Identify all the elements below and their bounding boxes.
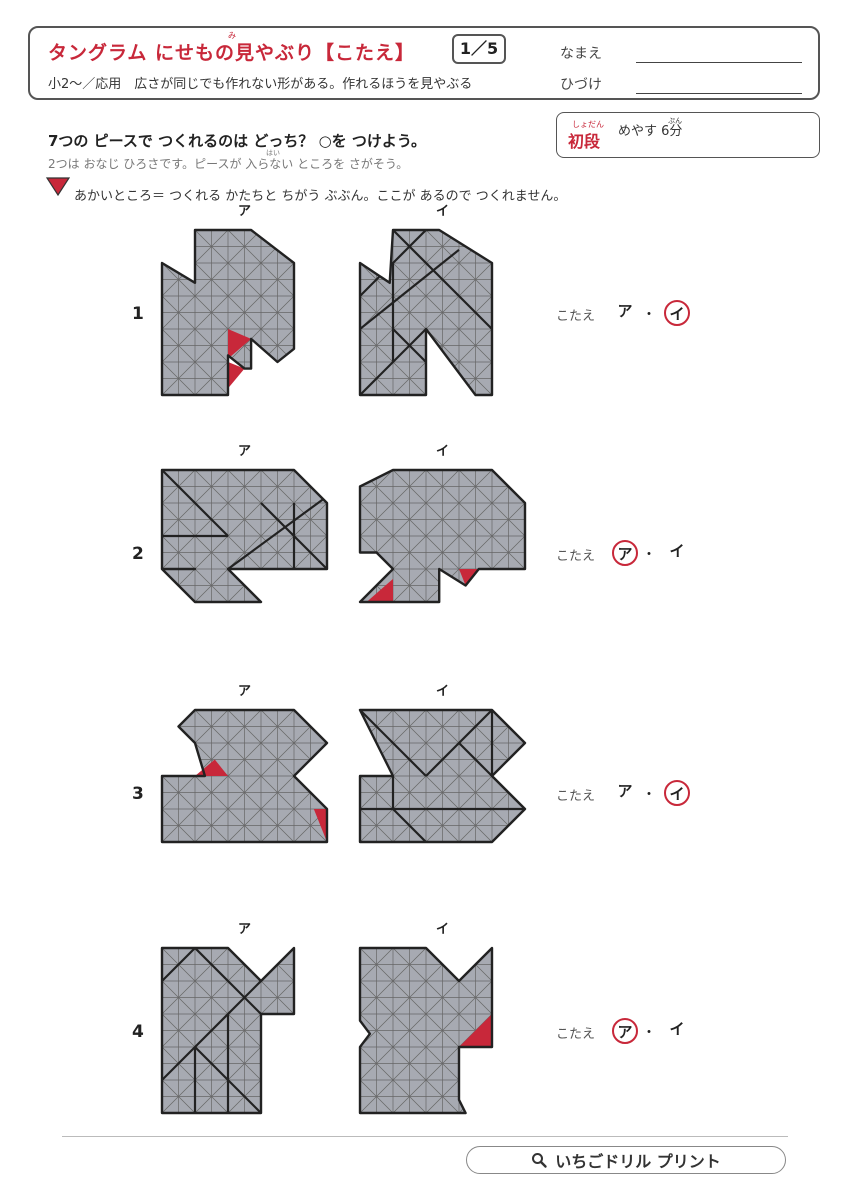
label-a: ア xyxy=(238,922,252,937)
figure-a-1 xyxy=(160,228,296,397)
piece-edge xyxy=(162,470,229,537)
figure-b-3 xyxy=(358,708,527,844)
hint-ruby: はい xyxy=(266,149,280,157)
name-field[interactable] xyxy=(636,62,802,63)
time-estimate: めやす 6分 xyxy=(618,124,683,139)
choice-a[interactable]: ア xyxy=(617,782,633,800)
choice-a[interactable]: ア xyxy=(612,1018,638,1044)
choice-b[interactable]: イ xyxy=(664,300,690,326)
choice-a[interactable]: ア xyxy=(612,540,638,566)
piece-edge xyxy=(227,495,327,570)
legend-text: あかいところ＝ つくれる かたちと ちがう ぶぶん。ここが あるので つくれませ… xyxy=(74,189,567,204)
level-badge: 初段 xyxy=(568,132,601,151)
mismatch-region xyxy=(459,1014,492,1047)
page-title: タングラム にせもの見やぶり【こたえ】 xyxy=(48,42,416,64)
choice-separator: ・ xyxy=(642,787,656,803)
problem-number: 2 xyxy=(132,544,144,564)
name-label: なまえ xyxy=(560,46,602,62)
label-a: ア xyxy=(238,444,252,459)
answer-label: こたえ xyxy=(556,1027,596,1042)
level-box xyxy=(556,112,820,158)
answer-label: こたえ xyxy=(556,309,596,324)
label-a: ア xyxy=(238,684,252,699)
label-b: イ xyxy=(436,444,450,459)
piece-edge xyxy=(392,808,427,842)
title-ruby: み xyxy=(228,31,236,40)
problem-number: 3 xyxy=(132,784,144,804)
figure-b-2 xyxy=(358,468,527,604)
level-ruby: しょだん xyxy=(572,120,604,129)
mismatch-region xyxy=(313,809,327,842)
footer-brand: いちごドリル プリント xyxy=(466,1146,786,1174)
piece-edge xyxy=(162,948,196,982)
figure-a-4 xyxy=(160,946,296,1115)
choice-b[interactable]: イ xyxy=(669,542,685,560)
footer-divider xyxy=(62,1136,788,1137)
date-label: ひづけ xyxy=(560,77,602,93)
mismatch-region xyxy=(228,362,245,389)
subtitle: 小2〜／応用 広さが同じでも作れない形がある。作れるほうを見やぶる xyxy=(48,77,473,92)
label-b: イ xyxy=(436,684,450,699)
page-number: 1／5 xyxy=(452,34,506,64)
choice-separator: ・ xyxy=(642,307,656,323)
footer-brand-text: いちごドリル プリント xyxy=(555,1152,721,1171)
answer-label: こたえ xyxy=(556,789,596,804)
piece-edge xyxy=(162,980,262,1081)
red-triangle-icon xyxy=(45,177,71,197)
choice-separator: ・ xyxy=(642,547,656,563)
piece-edge xyxy=(360,710,427,777)
time-ruby: ぷん xyxy=(668,117,682,125)
figure-a-2 xyxy=(160,468,329,604)
figure-b-4 xyxy=(358,946,494,1115)
question-text: 7つの ピースで つくれるのは どっち？ ○を つけよう。 xyxy=(48,132,426,150)
choice-separator: ・ xyxy=(642,1025,656,1041)
header-box xyxy=(28,26,820,100)
label-a: ア xyxy=(238,204,252,219)
choice-a[interactable]: ア xyxy=(617,302,633,320)
label-b: イ xyxy=(436,204,450,219)
figure-b-1 xyxy=(358,228,494,397)
choice-b[interactable]: イ xyxy=(669,1020,685,1038)
piece-edge xyxy=(194,948,262,1015)
problem-number: 4 xyxy=(132,1022,144,1042)
answer-label: こたえ xyxy=(556,549,596,564)
label-b: イ xyxy=(436,922,450,937)
choice-b[interactable]: イ xyxy=(664,780,690,806)
date-field[interactable] xyxy=(636,93,802,94)
figure-a-3 xyxy=(160,708,329,844)
problem-number: 1 xyxy=(132,304,144,324)
mismatch-region xyxy=(228,329,252,359)
search-icon xyxy=(532,1153,547,1168)
piece-edge xyxy=(360,248,460,330)
mismatch-region xyxy=(459,569,479,586)
hint-text: 2つは おなじ ひろさです。ピースが 入らない ところを さがそう。 xyxy=(48,157,409,171)
